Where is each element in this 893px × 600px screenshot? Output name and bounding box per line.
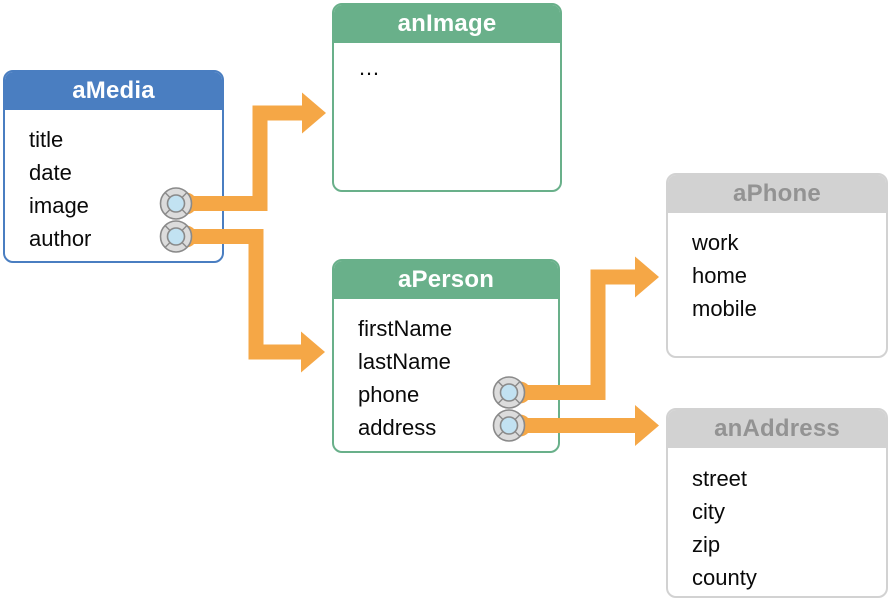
entity-aperson-fields: firstName lastName phone address xyxy=(334,299,558,444)
amedia-field-title: title xyxy=(29,127,64,152)
entity-aphone-fields: work home mobile xyxy=(668,213,886,325)
entity-amedia-title: aMedia xyxy=(5,72,222,110)
entity-anaddress-fields: street city zip county xyxy=(668,448,886,594)
animage-field-ellipsis: … xyxy=(358,55,380,80)
arrowhead xyxy=(302,92,326,134)
entity-animage-fields: … xyxy=(334,43,560,84)
entity-anaddress-title: anAddress xyxy=(668,410,886,448)
entity-box-aperson: aPerson firstName lastName phone address xyxy=(332,259,560,453)
anaddress-field-county: county xyxy=(692,565,757,590)
arrowhead xyxy=(635,256,659,298)
amedia-field-date: date xyxy=(29,160,72,185)
aphone-field-work: work xyxy=(692,230,739,255)
aperson-field-firstname: firstName xyxy=(358,316,453,341)
anaddress-field-city: city xyxy=(692,499,725,524)
entity-box-anaddress: anAddress street city zip county xyxy=(666,408,888,598)
entity-box-amedia: aMedia title date image author xyxy=(3,70,224,263)
entity-amedia-fields: title date image author xyxy=(5,110,222,255)
arrowhead xyxy=(635,405,659,446)
entity-animage-title: anImage xyxy=(334,5,560,43)
aperson-field-lastname: lastName xyxy=(358,349,451,374)
entity-box-animage: anImage … xyxy=(332,3,562,192)
anaddress-field-street: street xyxy=(692,466,748,491)
entity-aperson-title: aPerson xyxy=(334,261,558,299)
aperson-field-phone: phone xyxy=(358,382,420,407)
entity-aphone-title: aPhone xyxy=(668,175,886,213)
amedia-field-author: author xyxy=(29,226,92,251)
aphone-field-mobile: mobile xyxy=(692,296,757,321)
arrowhead xyxy=(301,331,325,373)
anaddress-field-zip: zip xyxy=(692,532,721,557)
aperson-field-address: address xyxy=(358,415,437,440)
aphone-field-home: home xyxy=(692,263,748,288)
amedia-field-image: image xyxy=(29,193,89,218)
entity-box-aphone: aPhone work home mobile xyxy=(666,173,888,358)
